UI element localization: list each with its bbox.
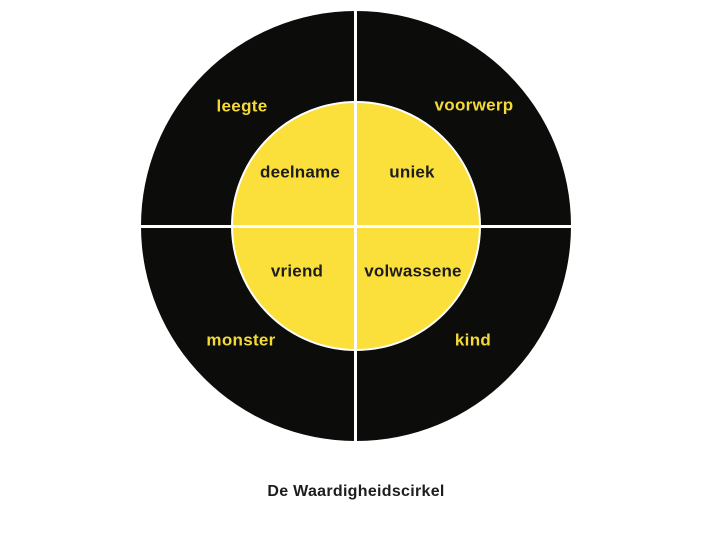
outer-quadrant-label-top-right: voorwerp [434, 95, 514, 115]
outer-quadrant-label-bottom-left: monster [206, 330, 276, 350]
outer-quadrant-label-bottom-right: kind [454, 330, 492, 350]
horizontal-divider-line [141, 225, 571, 228]
inner-quadrant-label-top-right: uniek [389, 162, 435, 182]
inner-quadrant-label-bottom-right: volwassene [364, 261, 462, 281]
inner-quadrant-label-top-left: deelname [259, 162, 341, 182]
outer-quadrant-label-top-left: leegte [216, 96, 268, 116]
outer-ring [141, 11, 571, 441]
inner-quadrant-label-bottom-left: vriend [270, 261, 324, 281]
diagram-title: De Waardigheidscirkel [267, 483, 445, 500]
